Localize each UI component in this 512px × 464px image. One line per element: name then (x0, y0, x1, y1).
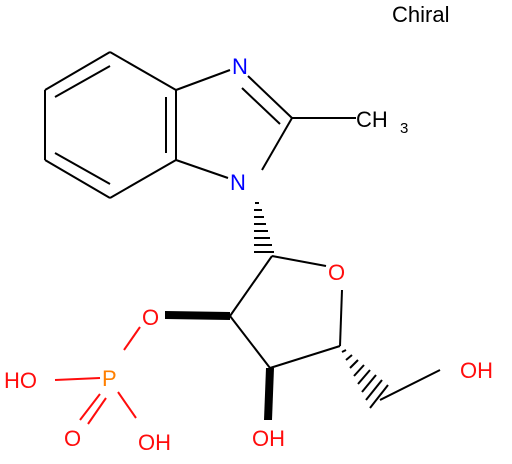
atom-p-hydroxyl-1: HO (4, 368, 37, 393)
atom-o-ester: O (142, 305, 159, 330)
atom-p-hydroxyl-2: OH (138, 430, 171, 455)
ribose-ring (229, 255, 343, 369)
c2-o-wedge-bond (165, 311, 230, 320)
imidazole-ring (175, 69, 356, 179)
o-p-bond (123, 326, 141, 351)
atom-5-hydroxyl: OH (460, 358, 493, 383)
atom-3-hydroxyl: OH (252, 426, 285, 451)
c5-oh-bond (379, 369, 441, 401)
atom-o-ring: O (328, 260, 345, 285)
c4-c5-hashed-bond (341, 349, 389, 409)
n-c1-hashed-bond (254, 202, 274, 253)
atom-p: P (102, 366, 117, 391)
chirality-label: Chiral (392, 2, 449, 27)
atom-methyl-subscript: 3 (400, 120, 408, 137)
c3-oh-wedge-bond (264, 368, 274, 420)
atom-n-imine: N (232, 54, 248, 79)
atom-n-ring: N (230, 170, 246, 195)
phosphate-bonds (54, 377, 137, 425)
atom-p-double-o: O (64, 426, 81, 451)
benzene-ring (44, 51, 177, 199)
atom-methyl: CH (356, 107, 388, 132)
